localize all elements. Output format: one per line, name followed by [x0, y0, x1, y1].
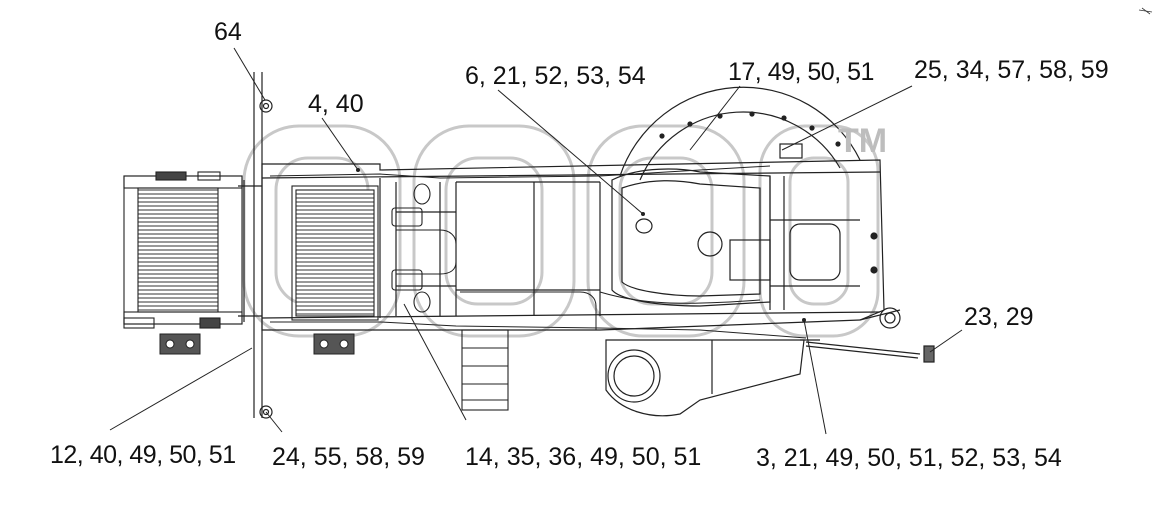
- rear-outrigger-pad: [159, 333, 201, 355]
- callout-17-49-50-51: 17, 49, 50, 51: [728, 58, 874, 86]
- access-ladder: [461, 329, 509, 411]
- front-outrigger-pad: [313, 333, 355, 355]
- rear-cross-beam: [238, 72, 273, 419]
- callout-3-21-49-50-51-52-53-54: 3, 21, 49, 50, 51, 52, 53, 54: [756, 444, 1062, 472]
- front-radiator: [291, 185, 379, 321]
- watermark-tm: TM: [838, 122, 888, 160]
- callout-12-40-49-50-51: 12, 40, 49, 50, 51: [50, 441, 236, 469]
- front-boom: [805, 307, 935, 363]
- cable-harness: [269, 165, 807, 339]
- slewing-ring: [619, 86, 861, 181]
- callout-6-21-52-53-54: 6, 21, 52, 53, 54: [465, 62, 646, 90]
- leader-markers: [356, 168, 806, 322]
- operator-platform: [611, 168, 878, 307]
- lower-turntable: [605, 339, 820, 417]
- callout-24-55-58-59: 24, 55, 58, 59: [272, 443, 425, 471]
- rear-radiator-unit: [123, 171, 243, 329]
- frame-wheel-markers: [391, 183, 431, 313]
- callout-23-29: 23, 29: [964, 303, 1034, 331]
- main-chassis-frame: [261, 159, 885, 331]
- leader-lines: [109, 47, 963, 435]
- callout-25-34-57-58-59: 25, 34, 57, 58, 59: [914, 56, 1109, 84]
- callout-4-40: 4, 40: [308, 90, 364, 118]
- callout-14-35-36-49-50-51: 14, 35, 36, 49, 50, 51: [465, 443, 702, 471]
- corner-mark: [1138, 7, 1153, 15]
- callout-64: 64: [214, 18, 242, 46]
